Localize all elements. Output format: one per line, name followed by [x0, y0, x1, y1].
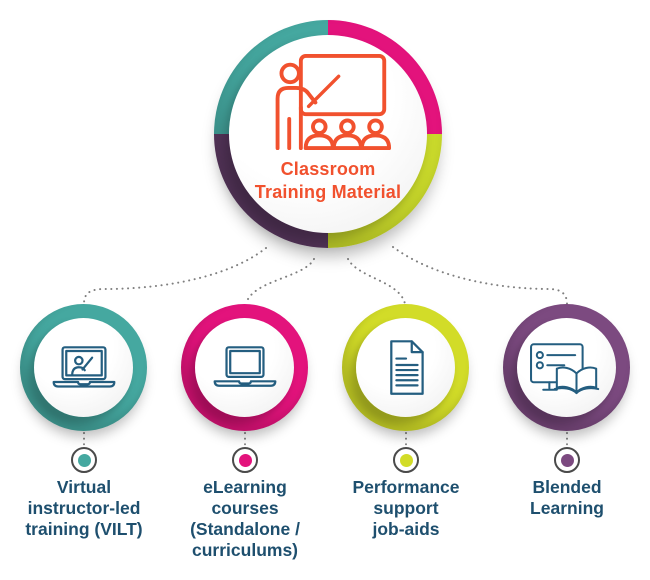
center-inner-circle: Classroom Training Material	[229, 35, 427, 233]
video-call-laptop-icon	[52, 345, 115, 388]
bullet-blended-dot	[560, 453, 574, 467]
node-blended	[503, 304, 630, 431]
label-performance: Performance support job-aids	[352, 477, 460, 539]
connector-to-performance	[347, 258, 406, 305]
node-elearning-inner	[195, 318, 294, 417]
bullet-vilt	[71, 447, 97, 473]
connector-to-vilt	[83, 247, 267, 305]
node-vilt	[20, 304, 147, 431]
label-elearning: eLearning courses (Standalone / curricul…	[190, 477, 300, 560]
label-blended: Blended Learning	[530, 477, 604, 518]
connector-to-elearning	[245, 258, 315, 305]
instructor-presentation-icon	[275, 54, 392, 151]
node-vilt-inner	[34, 318, 133, 417]
center-title: Classroom Training Material	[254, 159, 402, 202]
bullet-performance-dot	[399, 453, 413, 467]
node-performance	[342, 304, 469, 431]
bullet-elearning	[232, 447, 258, 473]
bullet-elearning-dot	[238, 453, 252, 467]
center-node: Classroom Training Material	[214, 20, 442, 248]
bullet-blended	[554, 447, 580, 473]
document-icon	[389, 340, 424, 395]
label-vilt: Virtual instructor-led training (VILT)	[25, 477, 143, 539]
node-elearning	[181, 304, 308, 431]
laptop-icon	[213, 345, 276, 387]
connector-to-blended	[392, 246, 568, 305]
node-blended-inner	[517, 318, 616, 417]
node-performance-inner	[356, 318, 455, 417]
bullet-vilt-dot	[77, 453, 91, 467]
screen-and-book-icon	[529, 342, 599, 394]
bullet-performance	[393, 447, 419, 473]
